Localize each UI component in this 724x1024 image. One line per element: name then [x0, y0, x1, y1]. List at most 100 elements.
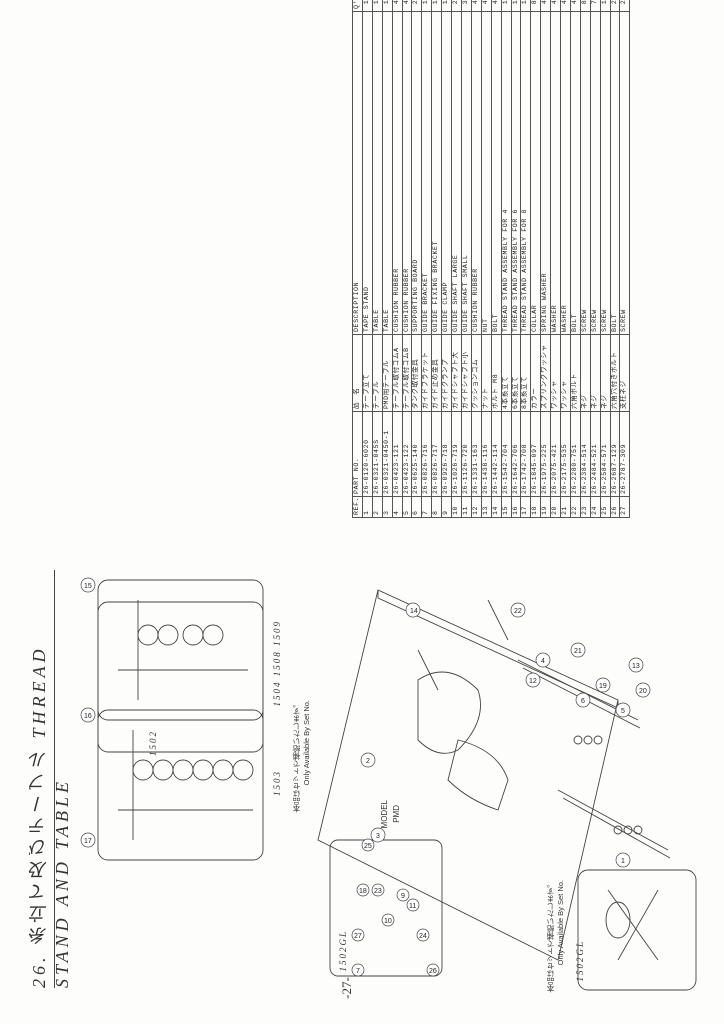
cell-ref: 6 — [411, 496, 422, 518]
title-rule — [54, 570, 55, 988]
cell-part-no: 26-2175-535 — [560, 411, 571, 497]
cell-ref: 22 — [570, 496, 581, 518]
cell-description: BOLT — [570, 11, 581, 335]
callout-11: 11 — [409, 903, 416, 910]
cell-qty: 4 — [471, 0, 482, 12]
cell-description: GUIDE CLAMP — [441, 11, 452, 335]
cell-jp-name: 六角ボルト — [570, 334, 581, 412]
header-qty: Q'TY — [352, 0, 363, 12]
cell-part-no: 26-2075-421 — [550, 411, 561, 497]
cell-description: SCREW — [600, 11, 611, 335]
cell-jp-name: ワッシャ — [560, 334, 571, 412]
cell-part-no: 26-1642-706 — [511, 411, 521, 497]
cell-description: BOLT — [610, 11, 620, 335]
cell-jp-name: ガイド止め金具 — [431, 334, 442, 412]
cell-ref: 26 — [610, 496, 620, 518]
cell-description: GUIDE BRACKET — [421, 11, 432, 335]
note-en-b: Only Available By Set No. — [556, 880, 565, 966]
cell-description: SCREW — [580, 11, 591, 335]
cell-qty: 4 — [491, 0, 502, 12]
cell-jp-name: スプリングワッシャ — [540, 334, 551, 412]
set-label-1503: 1503 — [272, 770, 282, 796]
cell-part-no: 26-1542-704 — [501, 411, 511, 497]
cell-qty: 4 — [570, 0, 581, 12]
callout-5: 5 — [621, 708, 625, 715]
cell-ref: 13 — [481, 496, 492, 518]
cell-jp-name: ワッシャ — [550, 334, 561, 412]
cell-jp-name: 支柱ネジ — [619, 334, 630, 412]
cell-part-no: 26-0625-140 — [411, 411, 422, 497]
cell-qty: 1 — [431, 0, 442, 12]
cell-part-no: 26-1442-114 — [491, 411, 502, 497]
cell-part-no: 26-2584-571 — [600, 411, 611, 497]
cell-jp-name: タンク取付金具 — [411, 334, 422, 412]
callout-6: 6 — [581, 698, 585, 705]
header-ref: REF.NO — [352, 496, 363, 518]
cell-description: SCREW — [590, 11, 601, 335]
callout-13: 13 — [632, 663, 640, 670]
stand-box-16 — [97, 709, 264, 861]
stand-sketch-16 — [118, 730, 254, 840]
cell-qty: 4 — [481, 0, 492, 12]
cell-ref: 27 — [619, 496, 630, 518]
cell-part-no: 26-2687-129 — [610, 411, 620, 497]
cell-part-no: 26-1126-720 — [461, 411, 472, 497]
callout-21: 21 — [574, 648, 582, 655]
callout-18: 18 — [359, 888, 367, 895]
cell-jp-name: 4本糸立て — [501, 334, 511, 412]
cell-jp-name: ガイドシャフト大 — [451, 334, 462, 412]
cell-ref: 10 — [451, 496, 462, 518]
stand-box-1502gl — [329, 839, 443, 977]
callout-7: 7 — [356, 968, 360, 975]
tape-stand-box — [577, 869, 697, 991]
cell-part-no: 26-2787-309 — [619, 411, 630, 497]
cell-part-no: 26-2280-751 — [570, 411, 581, 497]
cell-ref: 14 — [491, 496, 502, 518]
cell-ref: 25 — [600, 496, 611, 518]
cell-description: GUIDE SHAFT LARGE — [451, 11, 462, 335]
cell-description: BOLT — [491, 11, 502, 335]
cell-jp-name: ネジ — [580, 334, 591, 412]
header-description: DESCRIPTION — [352, 11, 363, 335]
callout-15: 15 — [84, 583, 92, 590]
cell-qty: 4 — [392, 0, 403, 12]
header-jp-name: 品 名 — [352, 334, 363, 412]
callout-12: 12 — [529, 678, 537, 685]
cell-ref: 16 — [511, 496, 521, 518]
cell-description: NUT — [481, 11, 492, 335]
cell-ref: 8 — [431, 496, 442, 518]
exploded-diagram: 15 16 17 14 2 3 4 5 6 12 13 19 20 21 22 … — [80, 577, 697, 991]
cell-qty: 8 — [580, 0, 591, 12]
cell-ref: 21 — [560, 496, 571, 518]
stand-box-15 — [97, 579, 264, 721]
note-en: Only Available By Set No. — [302, 700, 311, 786]
cell-ref: 23 — [580, 496, 591, 518]
cell-part-no: 26-1845-097 — [530, 411, 541, 497]
cell-qty: 8 — [530, 0, 541, 12]
cell-description: THREAD STAND ASSEMBLY FOR 6 — [511, 11, 521, 335]
cell-description: TAPE STAND — [362, 11, 373, 335]
cell-jp-name: テープ立て — [362, 334, 373, 412]
cell-jp-name: PMD用テーブル — [382, 334, 393, 412]
cell-jp-name: クッションゴム — [471, 334, 482, 412]
cell-part-no: 26-0321-045S — [372, 411, 383, 497]
cell-jp-name: ナット — [481, 334, 492, 412]
cell-qty: 1 — [600, 0, 611, 12]
cell-ref: 18 — [530, 496, 541, 518]
cell-qty: 1 — [501, 0, 511, 12]
